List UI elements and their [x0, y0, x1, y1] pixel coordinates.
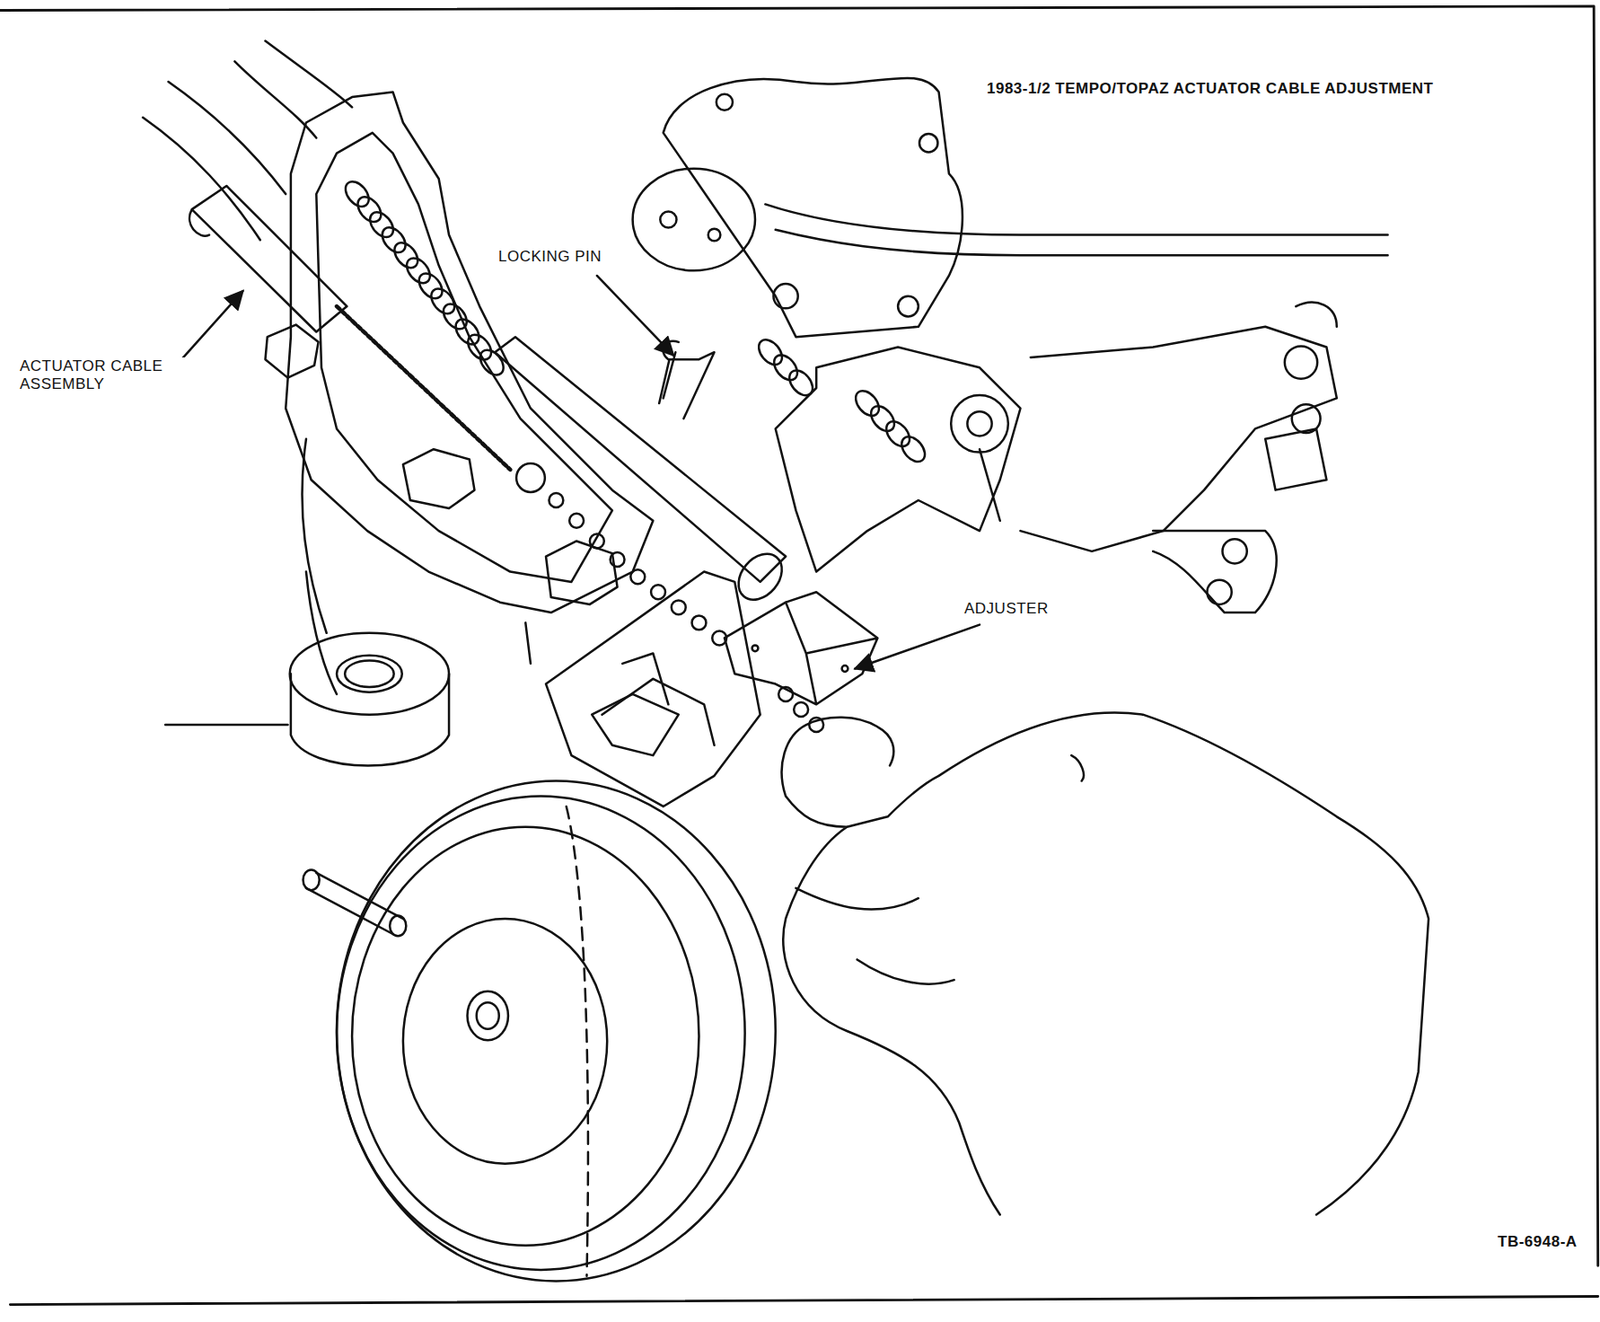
- hand: [782, 712, 1429, 1214]
- adjuster-hole: [752, 644, 759, 651]
- pivot: [950, 395, 1009, 453]
- bracket: [285, 91, 653, 613]
- cable-sleeve: [189, 185, 347, 333]
- leader: [165, 723, 288, 727]
- inner-cable: [336, 306, 510, 470]
- leader-line: [597, 275, 674, 356]
- rod: [494, 336, 786, 582]
- clip: [591, 694, 679, 756]
- linkage: [775, 326, 1337, 572]
- leader-line: [854, 624, 980, 669]
- part-label: ADJUSTER: [962, 599, 1051, 618]
- spring: [341, 176, 509, 379]
- hose: [142, 41, 352, 241]
- figure-number: TB-6948-A: [1495, 1232, 1580, 1251]
- hex-nut: [403, 448, 618, 605]
- frame: [0, 6, 1599, 1305]
- cable-end: [516, 463, 546, 493]
- bolt: [264, 325, 318, 379]
- pulley: [303, 781, 776, 1282]
- carb-cap: [632, 168, 756, 272]
- tube: [764, 203, 1388, 255]
- carb-body: [1152, 302, 1337, 613]
- part-label: LOCKING PIN: [496, 247, 604, 266]
- mount-bracket: [545, 571, 761, 807]
- locking-pin: [659, 341, 714, 419]
- part-label: ACTUATOR CABLE ASSEMBLY: [17, 357, 216, 395]
- carb-housing: [663, 78, 963, 337]
- diagram-title: 1983-1/2 TEMPO/TOPAZ ACTUATOR CABLE ADJU…: [984, 79, 1435, 98]
- engine-contour: [301, 439, 530, 695]
